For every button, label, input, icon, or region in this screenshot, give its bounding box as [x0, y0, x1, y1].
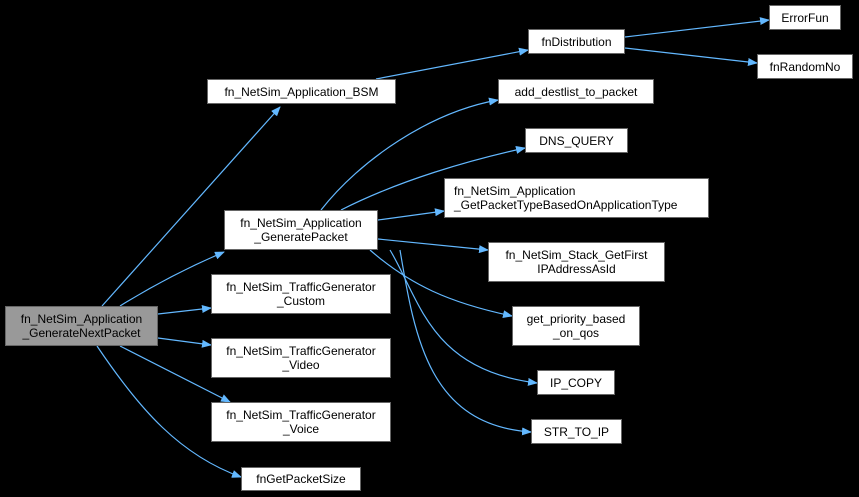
- edge-genpacket-strtoip: [399, 249, 532, 436]
- edge-distribution-randomno: [624, 47, 758, 66]
- edge-root-pktsize: [96, 345, 242, 478]
- edge-genpacket-stack: [377, 238, 489, 254]
- node-distribution[interactable]: fnDistribution: [528, 29, 625, 54]
- edge-distribution-errorfun: [624, 17, 770, 38]
- edge-genpacket-pkttype: [377, 208, 445, 221]
- node-genpacket[interactable]: fn_NetSim_Application _GeneratePacket: [224, 210, 378, 250]
- node-root[interactable]: fn_NetSim_Application _GenerateNextPacke…: [5, 306, 158, 346]
- node-ipcopy[interactable]: IP_COPY: [537, 370, 615, 395]
- node-stack[interactable]: fn_NetSim_Stack_GetFirst IPAddressAsId: [488, 242, 665, 282]
- edge-root-genpacket: [119, 251, 225, 307]
- node-custom[interactable]: fn_NetSim_TrafficGenerator _Custom: [211, 274, 391, 314]
- edge-genpacket-priority: [369, 249, 513, 319]
- node-strtoip[interactable]: STR_TO_IP: [531, 419, 622, 444]
- edge-genpacket-ipcopy: [389, 249, 538, 386]
- node-bsm[interactable]: fn_NetSim_Application_BSM: [207, 79, 396, 104]
- node-voice[interactable]: fn_NetSim_TrafficGenerator _Voice: [211, 402, 391, 442]
- edge-genpacket-destlist: [320, 97, 499, 211]
- edge-root-bsm: [101, 106, 281, 307]
- node-pkttype[interactable]: fn_NetSim_Application _GetPacketTypeBase…: [444, 178, 709, 218]
- node-dns[interactable]: DNS_QUERY: [525, 128, 628, 153]
- node-video[interactable]: fn_NetSim_TrafficGenerator _Video: [211, 338, 391, 378]
- edge-bsm-distribution: [375, 47, 529, 80]
- node-pktsize[interactable]: fnGetPacketSize: [241, 467, 361, 491]
- node-destlist[interactable]: add_destlist_to_packet: [498, 79, 654, 104]
- edge-root-video: [157, 337, 212, 348]
- edge-genpacket-dns: [340, 146, 526, 211]
- node-randomno[interactable]: fnRandomNo: [757, 54, 853, 79]
- node-priority[interactable]: get_priority_based _on_qos: [512, 306, 640, 346]
- node-errorfun[interactable]: ErrorFun: [769, 5, 841, 30]
- edge-root-custom: [157, 305, 212, 315]
- edge-root-voice: [119, 345, 231, 403]
